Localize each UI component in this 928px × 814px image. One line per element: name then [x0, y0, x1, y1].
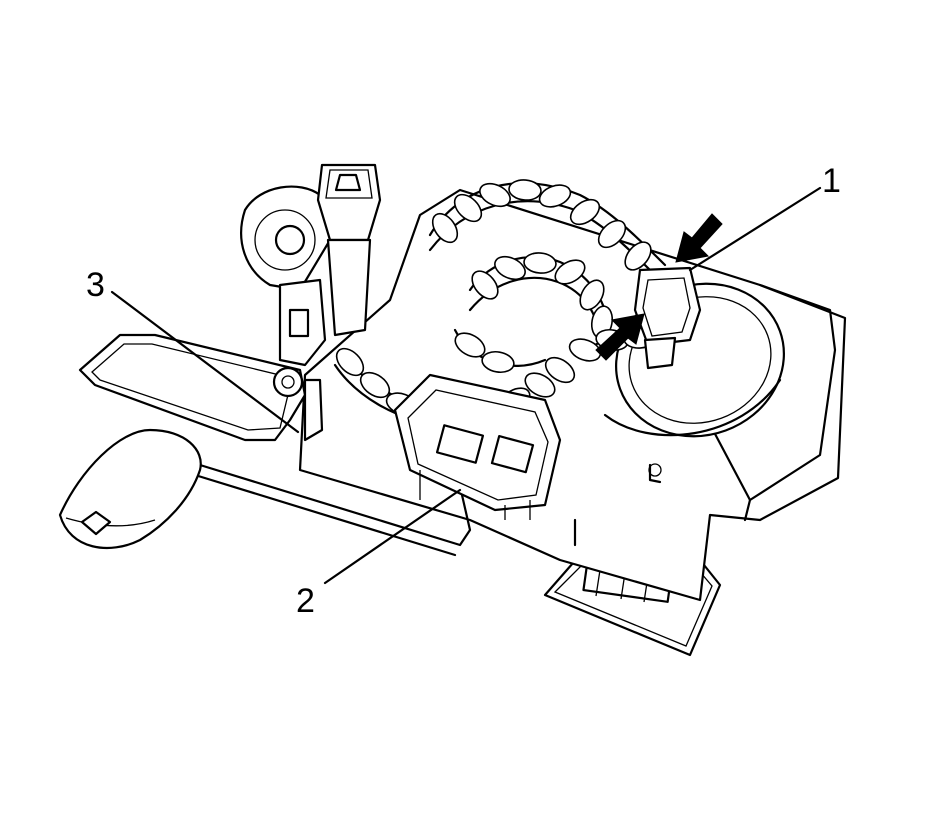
pressure-sensor-housing	[240, 185, 332, 442]
callout-2: 2	[296, 582, 315, 620]
harness-connector-block	[393, 373, 562, 520]
electrical-connector	[316, 163, 382, 337]
arrow-icon	[595, 313, 645, 361]
leader-line-1	[688, 186, 822, 272]
leader-line-3	[110, 290, 300, 434]
callout-1: 1	[822, 162, 841, 200]
arrow-icon	[675, 213, 723, 263]
fuel-level-sender	[58, 333, 472, 557]
leader-line-2	[323, 488, 462, 585]
quick-connector	[633, 266, 702, 370]
callout-3: 3	[86, 266, 105, 304]
